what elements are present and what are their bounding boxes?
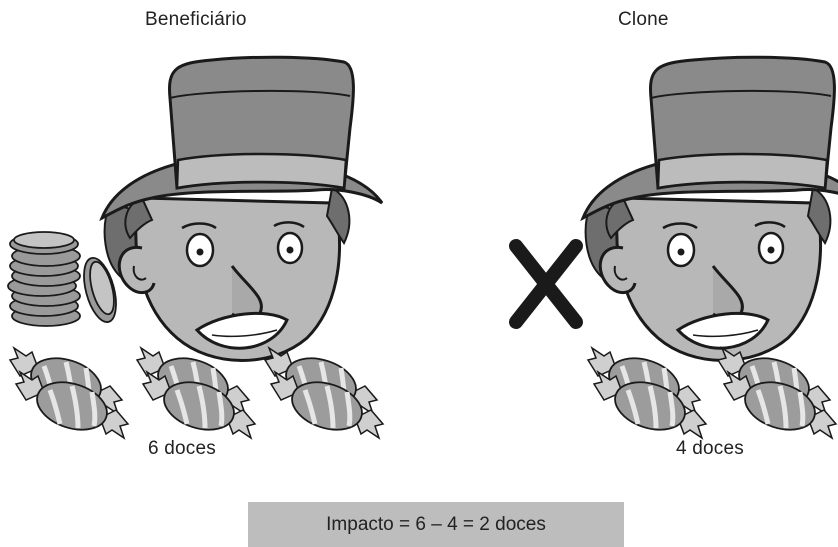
clone-man — [581, 55, 838, 362]
clone-candy-count: 4 doces — [676, 438, 744, 459]
beneficiary-candies — [10, 348, 383, 438]
clone-title: Clone — [618, 9, 669, 30]
beneficiary-title: Beneficiário — [145, 9, 247, 30]
clone-candies — [588, 348, 836, 438]
candy-pair-5 — [718, 348, 836, 438]
impact-label: Impacto = 6 – 4 = 2 doces — [326, 513, 546, 535]
candy-pair-4 — [588, 348, 706, 438]
candy-pair-1 — [10, 348, 128, 438]
candy-pair-3 — [265, 348, 383, 438]
coins-stack — [7, 231, 117, 327]
cross-mark — [509, 239, 583, 329]
comparison-illustration — [7, 55, 838, 500]
impact-box: Impacto = 6 – 4 = 2 doces — [248, 502, 624, 547]
beneficiary-man — [100, 55, 384, 362]
beneficiary-candy-count: 6 doces — [148, 438, 216, 459]
